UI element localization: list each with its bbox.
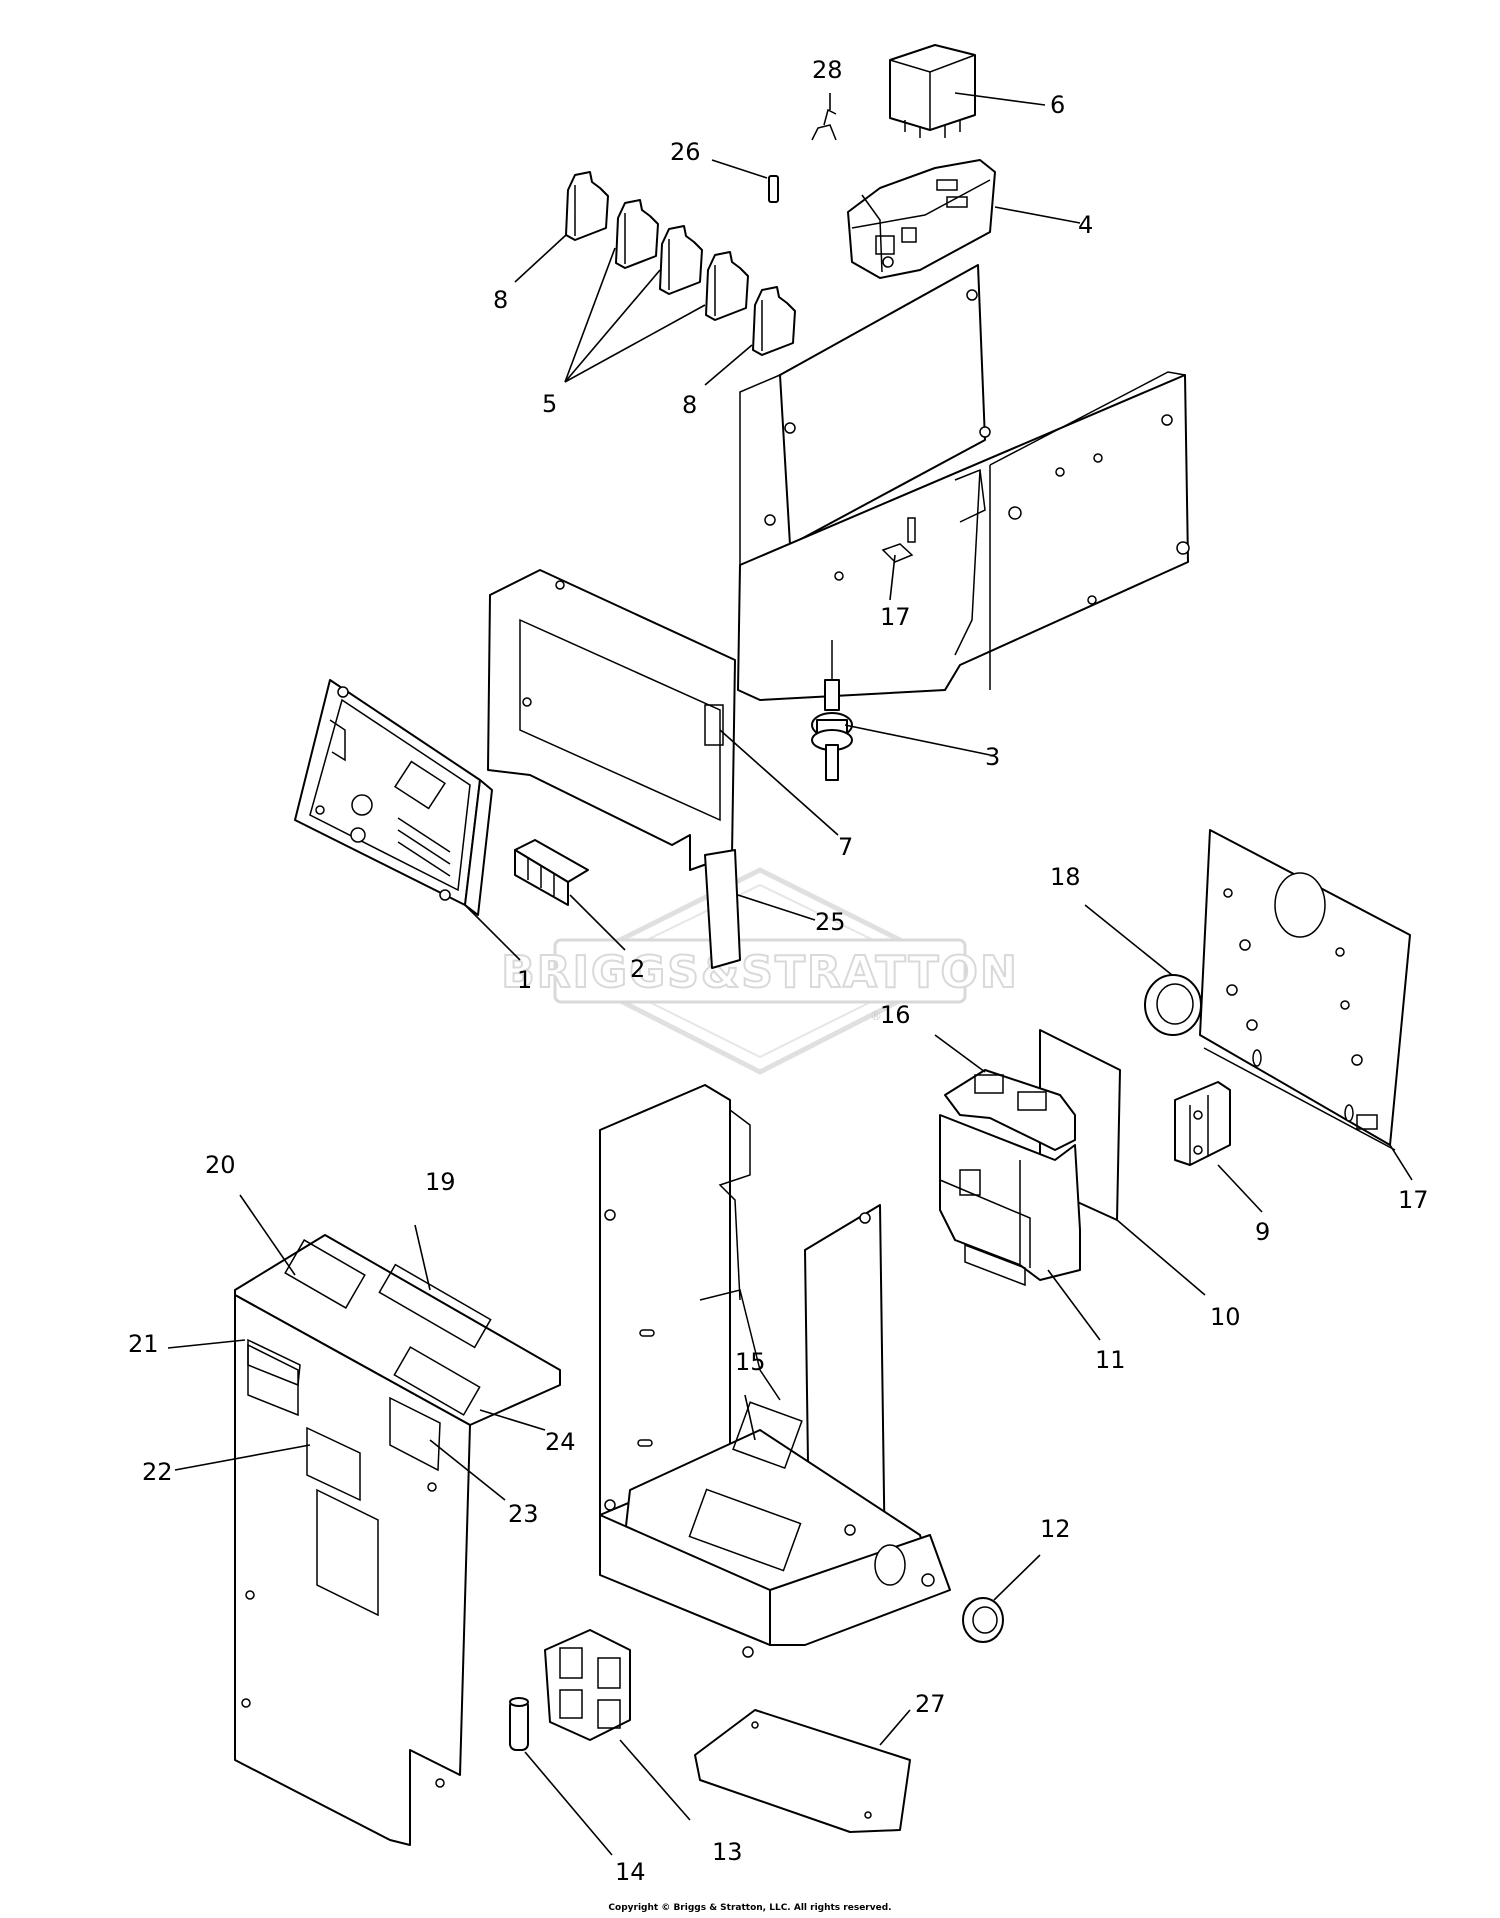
part-label-strip <box>704 849 741 969</box>
callout-17-lower: 17 <box>1398 1186 1429 1214</box>
part-mounting-bracket <box>487 569 736 871</box>
part-connector-plug <box>514 839 589 906</box>
callout-23: 23 <box>508 1500 539 1528</box>
part-terminal-block <box>659 225 703 295</box>
part-clip-bracket <box>1174 1081 1231 1166</box>
callout-18: 18 <box>1050 863 1081 891</box>
leader-lines <box>167 92 1413 1856</box>
callout-17-upper: 17 <box>880 603 911 631</box>
callout-10: 10 <box>1210 1303 1241 1331</box>
part-relay-socket <box>847 159 996 279</box>
callout-21: 21 <box>128 1330 159 1358</box>
callout-26: 26 <box>670 138 701 166</box>
callout-20: 20 <box>205 1151 236 1179</box>
part-ring-grommet <box>1144 974 1202 1036</box>
callout-4: 4 <box>1078 211 1093 239</box>
callout-15: 15 <box>735 1348 766 1376</box>
callout-1: 1 <box>517 966 532 994</box>
part-bushing <box>962 1597 1004 1643</box>
part-terminal-block <box>705 251 749 321</box>
watermark-registered-mark: ® <box>870 1009 882 1023</box>
callout-24: 24 <box>545 1428 576 1456</box>
callout-3: 3 <box>985 743 1000 771</box>
callout-25: 25 <box>815 908 846 936</box>
part-fuse-holder <box>544 1629 631 1741</box>
part-front-cover-panel <box>234 1234 561 1846</box>
part-retaining-clip <box>811 108 837 141</box>
callout-13: 13 <box>712 1838 743 1866</box>
copyright-notice: Copyright © Briggs & Stratton, LLC. All … <box>608 1903 891 1913</box>
part-terminal-block <box>565 171 609 241</box>
watermark-text: BRIGGS&STRATTON <box>501 947 1019 998</box>
callout-labels: 6 28 26 4 8 5 8 17 3 7 1 2 25 18 16 17 9… <box>128 56 1429 1886</box>
callout-28: 28 <box>812 56 843 84</box>
callout-27: 27 <box>915 1690 946 1718</box>
part-side-cover-plate <box>1199 829 1411 1151</box>
callout-5: 5 <box>542 390 557 418</box>
part-fuse <box>509 1697 529 1751</box>
part-lower-enclosure <box>599 1084 951 1658</box>
callout-16: 16 <box>880 1001 911 1029</box>
callout-9: 9 <box>1255 1218 1270 1246</box>
part-relay <box>889 44 976 138</box>
callout-7: 7 <box>838 833 853 861</box>
part-terminal-block <box>752 286 796 356</box>
callout-2: 2 <box>630 955 645 983</box>
callout-22: 22 <box>142 1458 173 1486</box>
part-circuit-breaker <box>939 1069 1081 1287</box>
callout-8-left: 8 <box>493 286 508 314</box>
part-pin <box>768 175 779 203</box>
part-terminal-block <box>615 199 659 269</box>
part-bottom-plate <box>694 1709 911 1833</box>
callout-14: 14 <box>615 1858 646 1886</box>
callout-8-right: 8 <box>682 391 697 419</box>
briggs-stratton-watermark-logo: BRIGGS&STRATTON ® <box>500 867 1019 1075</box>
part-control-board <box>294 679 493 916</box>
callout-11: 11 <box>1095 1346 1126 1374</box>
callout-6: 6 <box>1050 91 1065 119</box>
callout-19: 19 <box>425 1168 456 1196</box>
callout-12: 12 <box>1040 1515 1071 1543</box>
part-control-box-enclosure <box>737 264 1190 701</box>
part-standoff-grommet <box>811 640 853 781</box>
